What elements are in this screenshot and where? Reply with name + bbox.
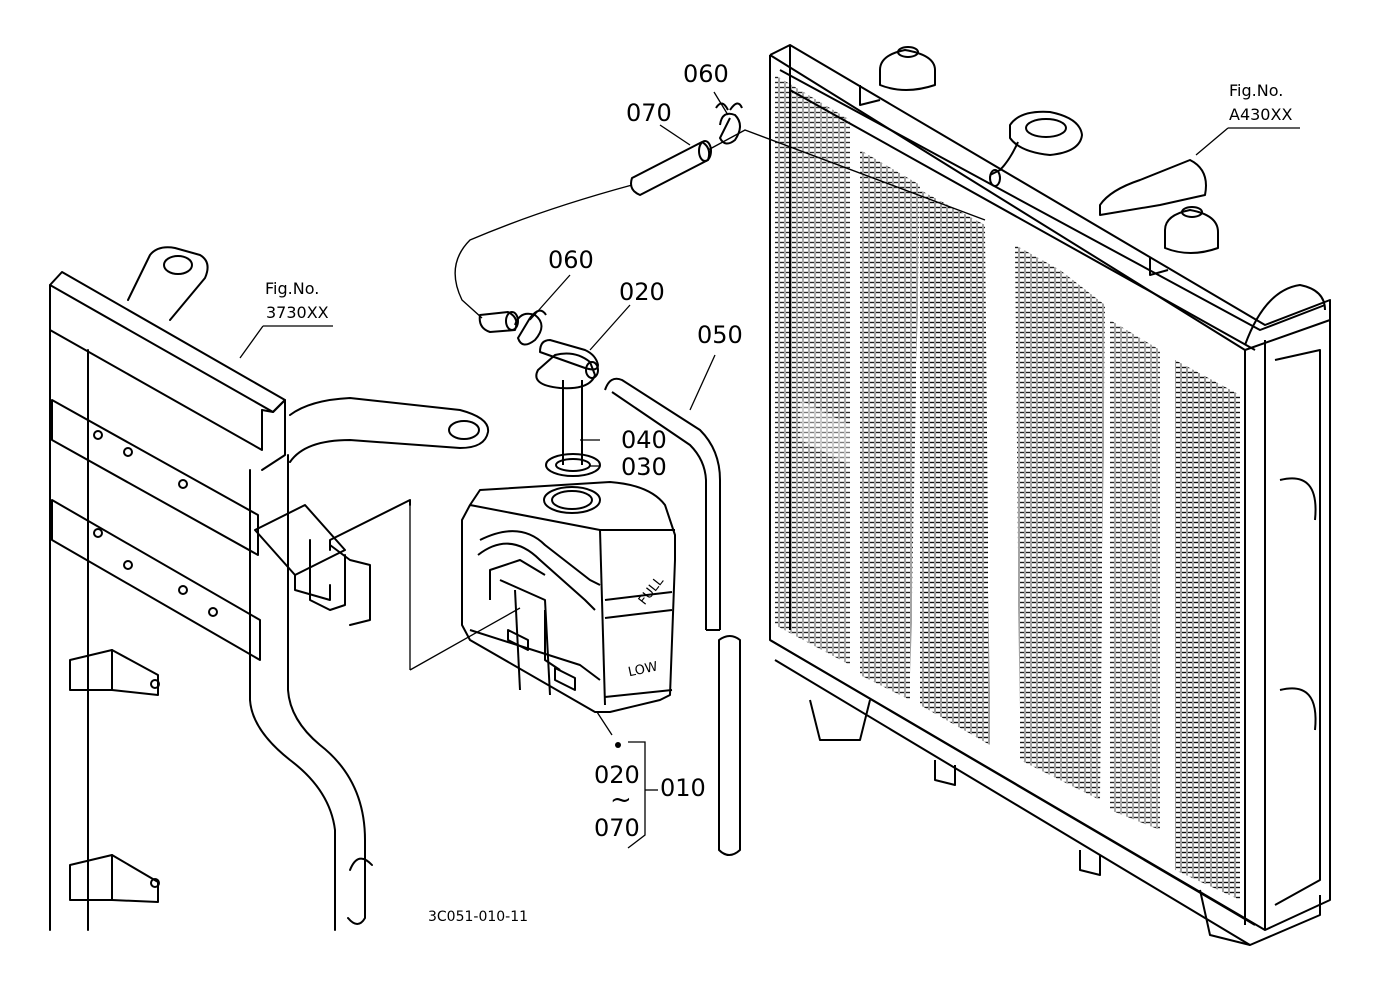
reserve-tank: [461, 481, 676, 713]
right-fig-label: Fig.No.: [1229, 81, 1284, 100]
right-fig-number: A430XX: [1229, 105, 1293, 124]
range-end-070: 070: [594, 814, 640, 842]
callout-060-mid: 060: [548, 246, 594, 274]
callout-040: 040: [621, 426, 667, 454]
callout-060-top: 060: [683, 60, 729, 88]
mount-guide-lines: [409, 505, 521, 671]
tank-level-marks: FULL LOW: [627, 573, 668, 680]
callout-070: 070: [626, 99, 672, 127]
pipe-040: [562, 380, 583, 465]
callout-010: 010: [660, 774, 706, 802]
washer-030: [545, 453, 601, 477]
drawing-code: 3C051-010-11: [428, 909, 529, 925]
hose-070: [478, 140, 712, 333]
leader-lines: [239, 91, 1300, 849]
callout-030: 030: [621, 453, 667, 481]
left-fig-number: 3730XX: [266, 303, 329, 322]
low-mark: LOW: [627, 659, 659, 680]
frame-assembly: [49, 246, 490, 931]
clip-060-lower: [514, 309, 547, 346]
cap-020: [535, 339, 599, 390]
range-start-020: 020: [594, 761, 640, 789]
clip-060-upper: [715, 102, 743, 145]
drain-hose-050: [604, 377, 741, 856]
callout-020: 020: [619, 278, 665, 306]
left-fig-label: Fig.No.: [265, 279, 320, 298]
radiator-core: [775, 75, 1240, 900]
reference-dot: [615, 742, 621, 748]
full-mark: FULL: [636, 573, 668, 608]
callout-050: 050: [697, 321, 743, 349]
range-separator: ~: [610, 785, 632, 815]
